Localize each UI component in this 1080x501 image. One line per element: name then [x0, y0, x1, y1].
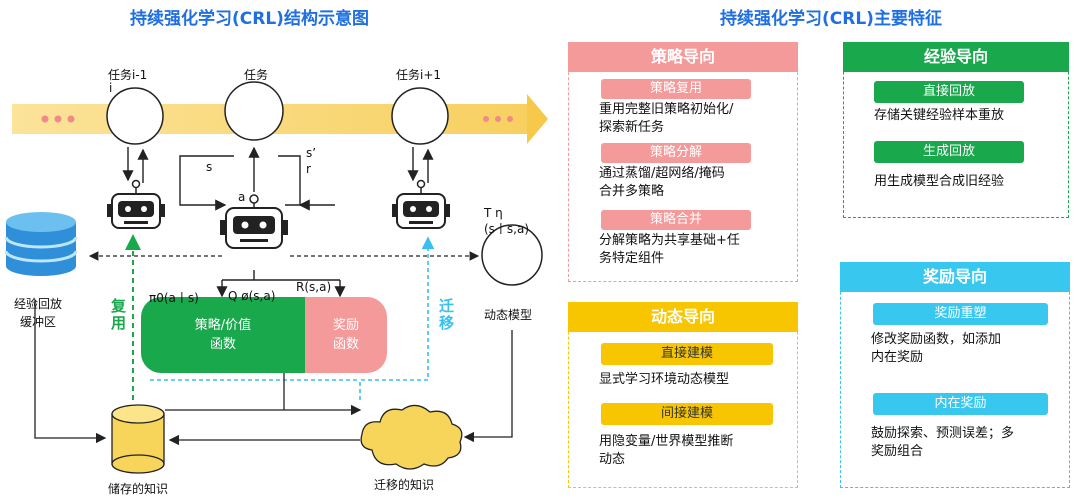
dynamic-model-expr: (s丨s,a) [484, 222, 530, 236]
experience-desc-0: 存储关键经验样本重放 [874, 108, 1005, 123]
action-label: a [238, 190, 246, 204]
dynamics-panel-head: 动态导向 [568, 302, 798, 332]
transferred-knowledge-cloud-icon [360, 404, 463, 470]
transferred-knowledge-label: 迁移的知识 [374, 478, 435, 492]
experience-desc-1: 用生成模型合成旧经验 [874, 174, 1005, 189]
reward-desc-1: 鼓励探索、预测误差；多 奖励组合 [871, 426, 1015, 459]
transfer-label: 迁移 [437, 298, 455, 332]
policy-desc-2: 分解策略为共享基础+任 务特定组件 [599, 233, 740, 266]
dynamics-panel: 动态导向 直接建模 显式学习环境动态模型 间接建模 用隐变量/世界模型推断 动态 [568, 302, 798, 488]
experience-tag-0: 直接回放 [874, 81, 1024, 103]
robot-icon-next [392, 179, 450, 229]
policy-tag-1: 策略分解 [601, 143, 751, 163]
policy-panel: 策略导向 策略复用 重用完整旧策略初始化/ 探索新任务 策略分解 通过蒸馏/超网… [568, 42, 798, 282]
replay-buffer-label: 经验回放 缓冲区 [14, 297, 63, 329]
reward-panel-head: 奖励导向 [840, 262, 1070, 292]
stored-knowledge-cylinder-icon [111, 404, 165, 474]
reward-panel: 奖励导向 奖励重塑 修改奖励函数，如添加 内在奖励 内在奖励 鼓励探索、预测误差… [840, 262, 1070, 488]
task-cur-label: 任务 [244, 68, 269, 82]
task-prev-sub: i [109, 81, 113, 95]
experience-panel: 经验导向 直接回放 存储关键经验样本重放 生成回放 用生成模型合成旧经验 [843, 42, 1069, 218]
database-icon [4, 212, 78, 276]
policy-desc-0: 重用完整旧策略初始化/ 探索新任务 [599, 102, 734, 135]
diagram-canvas [4, 81, 548, 474]
function-box: 策略/价值 函数 奖励 函数 [141, 297, 387, 373]
task-circle-cur [224, 81, 284, 141]
robot-icon-cur [220, 194, 288, 249]
right-title: 持续强化学习(CRL)主要特征 [720, 9, 942, 29]
experience-panel-head: 经验导向 [843, 42, 1069, 72]
reward-symbol: R(s,a) [296, 280, 332, 294]
next-state-label: s’ [306, 146, 317, 160]
reward-desc-0: 修改奖励函数，如添加 内在奖励 [871, 332, 1002, 365]
policy-tag-2: 策略合并 [601, 210, 751, 230]
experience-tag-1: 生成回放 [874, 141, 1024, 163]
task-circle-next [391, 87, 449, 145]
dynamic-model-label: 动态模型 [484, 308, 533, 322]
dynamics-tag-1: 间接建模 [601, 403, 773, 425]
state-label: s [206, 160, 213, 174]
policy-panel-head: 策略导向 [568, 42, 798, 72]
policy-tag-0: 策略复用 [601, 79, 751, 99]
policy-symbol: π0(a丨s) [149, 291, 199, 305]
reuse-label: 复用 [109, 298, 127, 332]
reward-function: 奖励 函数 [305, 297, 387, 373]
task-next-label: 任务i+1 [396, 68, 442, 82]
dynamic-model-symbol: T η [484, 206, 503, 220]
task-circle-prev [106, 87, 164, 145]
dynamic-model-circle [481, 224, 543, 286]
policy-desc-1: 通过蒸馏/超网络/掩码 合并多策略 [599, 166, 725, 199]
reward-tag-1: 内在奖励 [873, 393, 1048, 415]
dynamics-tag-0: 直接建模 [601, 343, 773, 365]
task-prev-label: 任务i-1 [108, 68, 148, 82]
reward-tag-0: 奖励重塑 [873, 303, 1048, 325]
robot-icon-prev [107, 179, 165, 229]
stored-knowledge-label: 储存的知识 [108, 482, 169, 496]
reward-label: r [306, 162, 311, 176]
q-symbol: Q ø(s,a) [228, 289, 276, 303]
dynamics-desc-0: 显式学习环境动态模型 [599, 372, 730, 387]
left-title: 持续强化学习(CRL)结构示意图 [130, 9, 369, 29]
policy-value-function: 策略/价值 函数 [141, 297, 305, 373]
dynamics-desc-1: 用隐变量/世界模型推断 动态 [599, 434, 734, 467]
